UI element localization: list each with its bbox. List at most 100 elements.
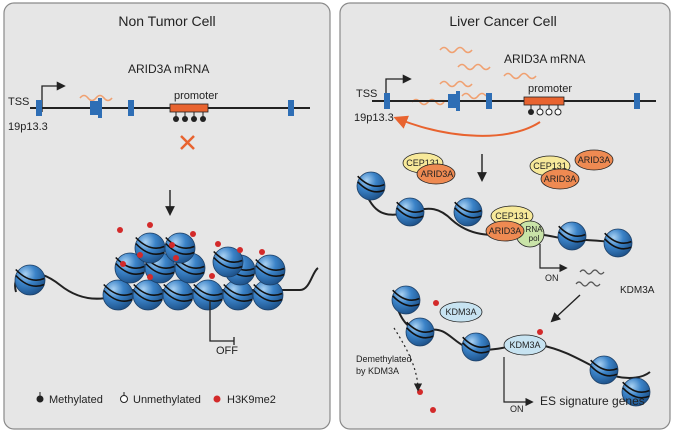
h3k9me2-mark <box>430 407 436 413</box>
right-tss-label: TSS <box>356 88 377 100</box>
right-gene-block-4 <box>486 93 492 109</box>
blocked-x-icon <box>180 135 195 150</box>
kdm3a-protein-1 <box>439 301 483 323</box>
kdm3a-protein-2-label: KDM3A <box>509 340 540 350</box>
right-promoter <box>523 96 565 106</box>
left-panel-background <box>3 2 331 430</box>
h3k9me2-mark <box>417 389 423 395</box>
left-gene-block-4 <box>128 100 134 116</box>
h3k9me2-mark <box>137 252 143 258</box>
nucleosome <box>356 171 386 201</box>
h3k9me2-mark <box>259 249 265 255</box>
h3k9me2-mark <box>120 261 126 267</box>
right-feedback-arrow <box>393 115 541 137</box>
left-nucleosomes <box>14 232 286 311</box>
nucleosome <box>222 279 254 311</box>
nucleosome <box>603 228 633 258</box>
nucleosome <box>114 252 146 284</box>
left-panel: Non Tumor Cell ARID3A mRNA TSS 19p13.3 p… <box>3 2 331 430</box>
free-arid3a-3-label: ARID3A <box>578 155 611 165</box>
left-methylation-sites <box>173 112 206 122</box>
h3k9me2-mark <box>173 255 179 261</box>
h3k9me2-mark <box>537 329 543 335</box>
right-gene-block-5 <box>634 93 640 109</box>
right-gene-block-1 <box>384 93 390 109</box>
nucleosome <box>134 232 166 264</box>
legend-h3k9me2-icon <box>213 395 221 403</box>
h3k9me2-mark <box>190 231 196 237</box>
nucleosome <box>162 279 194 311</box>
legend-unmethylated-icon <box>120 395 128 403</box>
left-gene-block-3 <box>98 98 102 118</box>
right-on-label-1: ON <box>545 273 559 283</box>
nucleosome <box>405 317 435 347</box>
right-nucleosomes-2 <box>391 285 651 407</box>
methylated-mark <box>191 116 197 122</box>
left-tss-label: TSS <box>8 96 29 108</box>
h3k9me2-mark <box>117 227 123 233</box>
h3k9me2-mark <box>433 300 439 306</box>
left-promoter-label: promoter <box>174 90 218 102</box>
free-arid3a-1 <box>416 163 456 185</box>
legend: Methylated Unmethylated H3K9me2 <box>36 392 276 406</box>
nucleosome <box>453 197 483 227</box>
right-mrna-label: ARID3A mRNA <box>504 52 585 66</box>
methylated-mark <box>182 116 188 122</box>
left-mrna-label: ARID3A mRNA <box>128 62 209 76</box>
kdm3a-protein-2 <box>503 334 547 356</box>
legend-h3k9me2-label: H3K9me2 <box>227 394 276 406</box>
kdm3a-protein-1-label: KDM3A <box>445 307 476 317</box>
legend-methylated-label: Methylated <box>49 394 103 406</box>
right-on-arrow-2 <box>503 357 534 407</box>
nucleosome <box>621 377 651 407</box>
h3k9me2-mark <box>169 242 175 248</box>
right-on-arrow-1 <box>539 244 568 273</box>
h3k9me2-mark <box>237 247 243 253</box>
demethylated-label-line1: Demethylated <box>356 354 412 364</box>
bound-cep131-label: CEP131 <box>495 211 529 221</box>
nucleosome <box>395 197 425 227</box>
nucleosome <box>589 355 619 385</box>
left-h3k9me2-marks <box>117 222 265 280</box>
bound-arid3a <box>485 220 525 242</box>
free-cep131-1-label: CEP131 <box>406 158 440 168</box>
left-panel-title: Non Tumor Cell <box>118 13 215 29</box>
free-arid3a-2-label: ARID3A <box>544 174 577 184</box>
left-gene-block-1 <box>36 100 42 116</box>
rna-pol-label-line1: RNA <box>526 225 544 234</box>
nucleosome <box>212 246 244 278</box>
methylated-mark <box>200 116 206 122</box>
kdm3a-mrna-label: KDM3A <box>620 285 655 296</box>
nucleosome <box>252 279 284 311</box>
unmethylated-mark <box>545 108 553 116</box>
right-nucleosomes-1 <box>356 171 633 258</box>
right-diagonal-arrow <box>550 294 581 323</box>
right-panel: Liver Cancer Cell ARID3A mRNA TSS 19p13.… <box>339 2 671 430</box>
nucleosome <box>461 332 491 362</box>
left-promoter <box>169 103 209 113</box>
left-off-arrow <box>209 300 234 342</box>
kdm3a-mrna-waves <box>575 269 605 287</box>
nucleosome <box>391 285 421 315</box>
h3k9me2-mark <box>147 222 153 228</box>
nucleosome <box>132 279 164 311</box>
free-arid3a-2 <box>540 168 580 190</box>
left-locus-label: 19p13.3 <box>8 121 48 133</box>
methylated-mark <box>173 116 179 122</box>
demethylated-label-line2: by KDM3A <box>356 366 399 376</box>
left-gene-block-5 <box>288 100 294 116</box>
demethylation-dotted-arrow <box>393 327 423 392</box>
nucleosome <box>164 232 196 264</box>
right-gene-block-3 <box>456 91 460 111</box>
free-arid3a-1-label: ARID3A <box>421 169 454 179</box>
free-arid3a-3 <box>574 149 614 171</box>
left-off-label: OFF <box>216 345 238 357</box>
es-signature-label: ES signature genes <box>540 394 645 408</box>
right-panel-title: Liver Cancer Cell <box>449 13 556 29</box>
right-methylation-sites <box>528 105 562 116</box>
rna-pol-label-line2: pol <box>529 234 540 243</box>
right-locus-label: 19p13.3 <box>354 112 394 124</box>
nucleosome <box>254 254 286 286</box>
methylated-mark <box>528 109 534 115</box>
right-promoter-label: promoter <box>528 83 572 95</box>
